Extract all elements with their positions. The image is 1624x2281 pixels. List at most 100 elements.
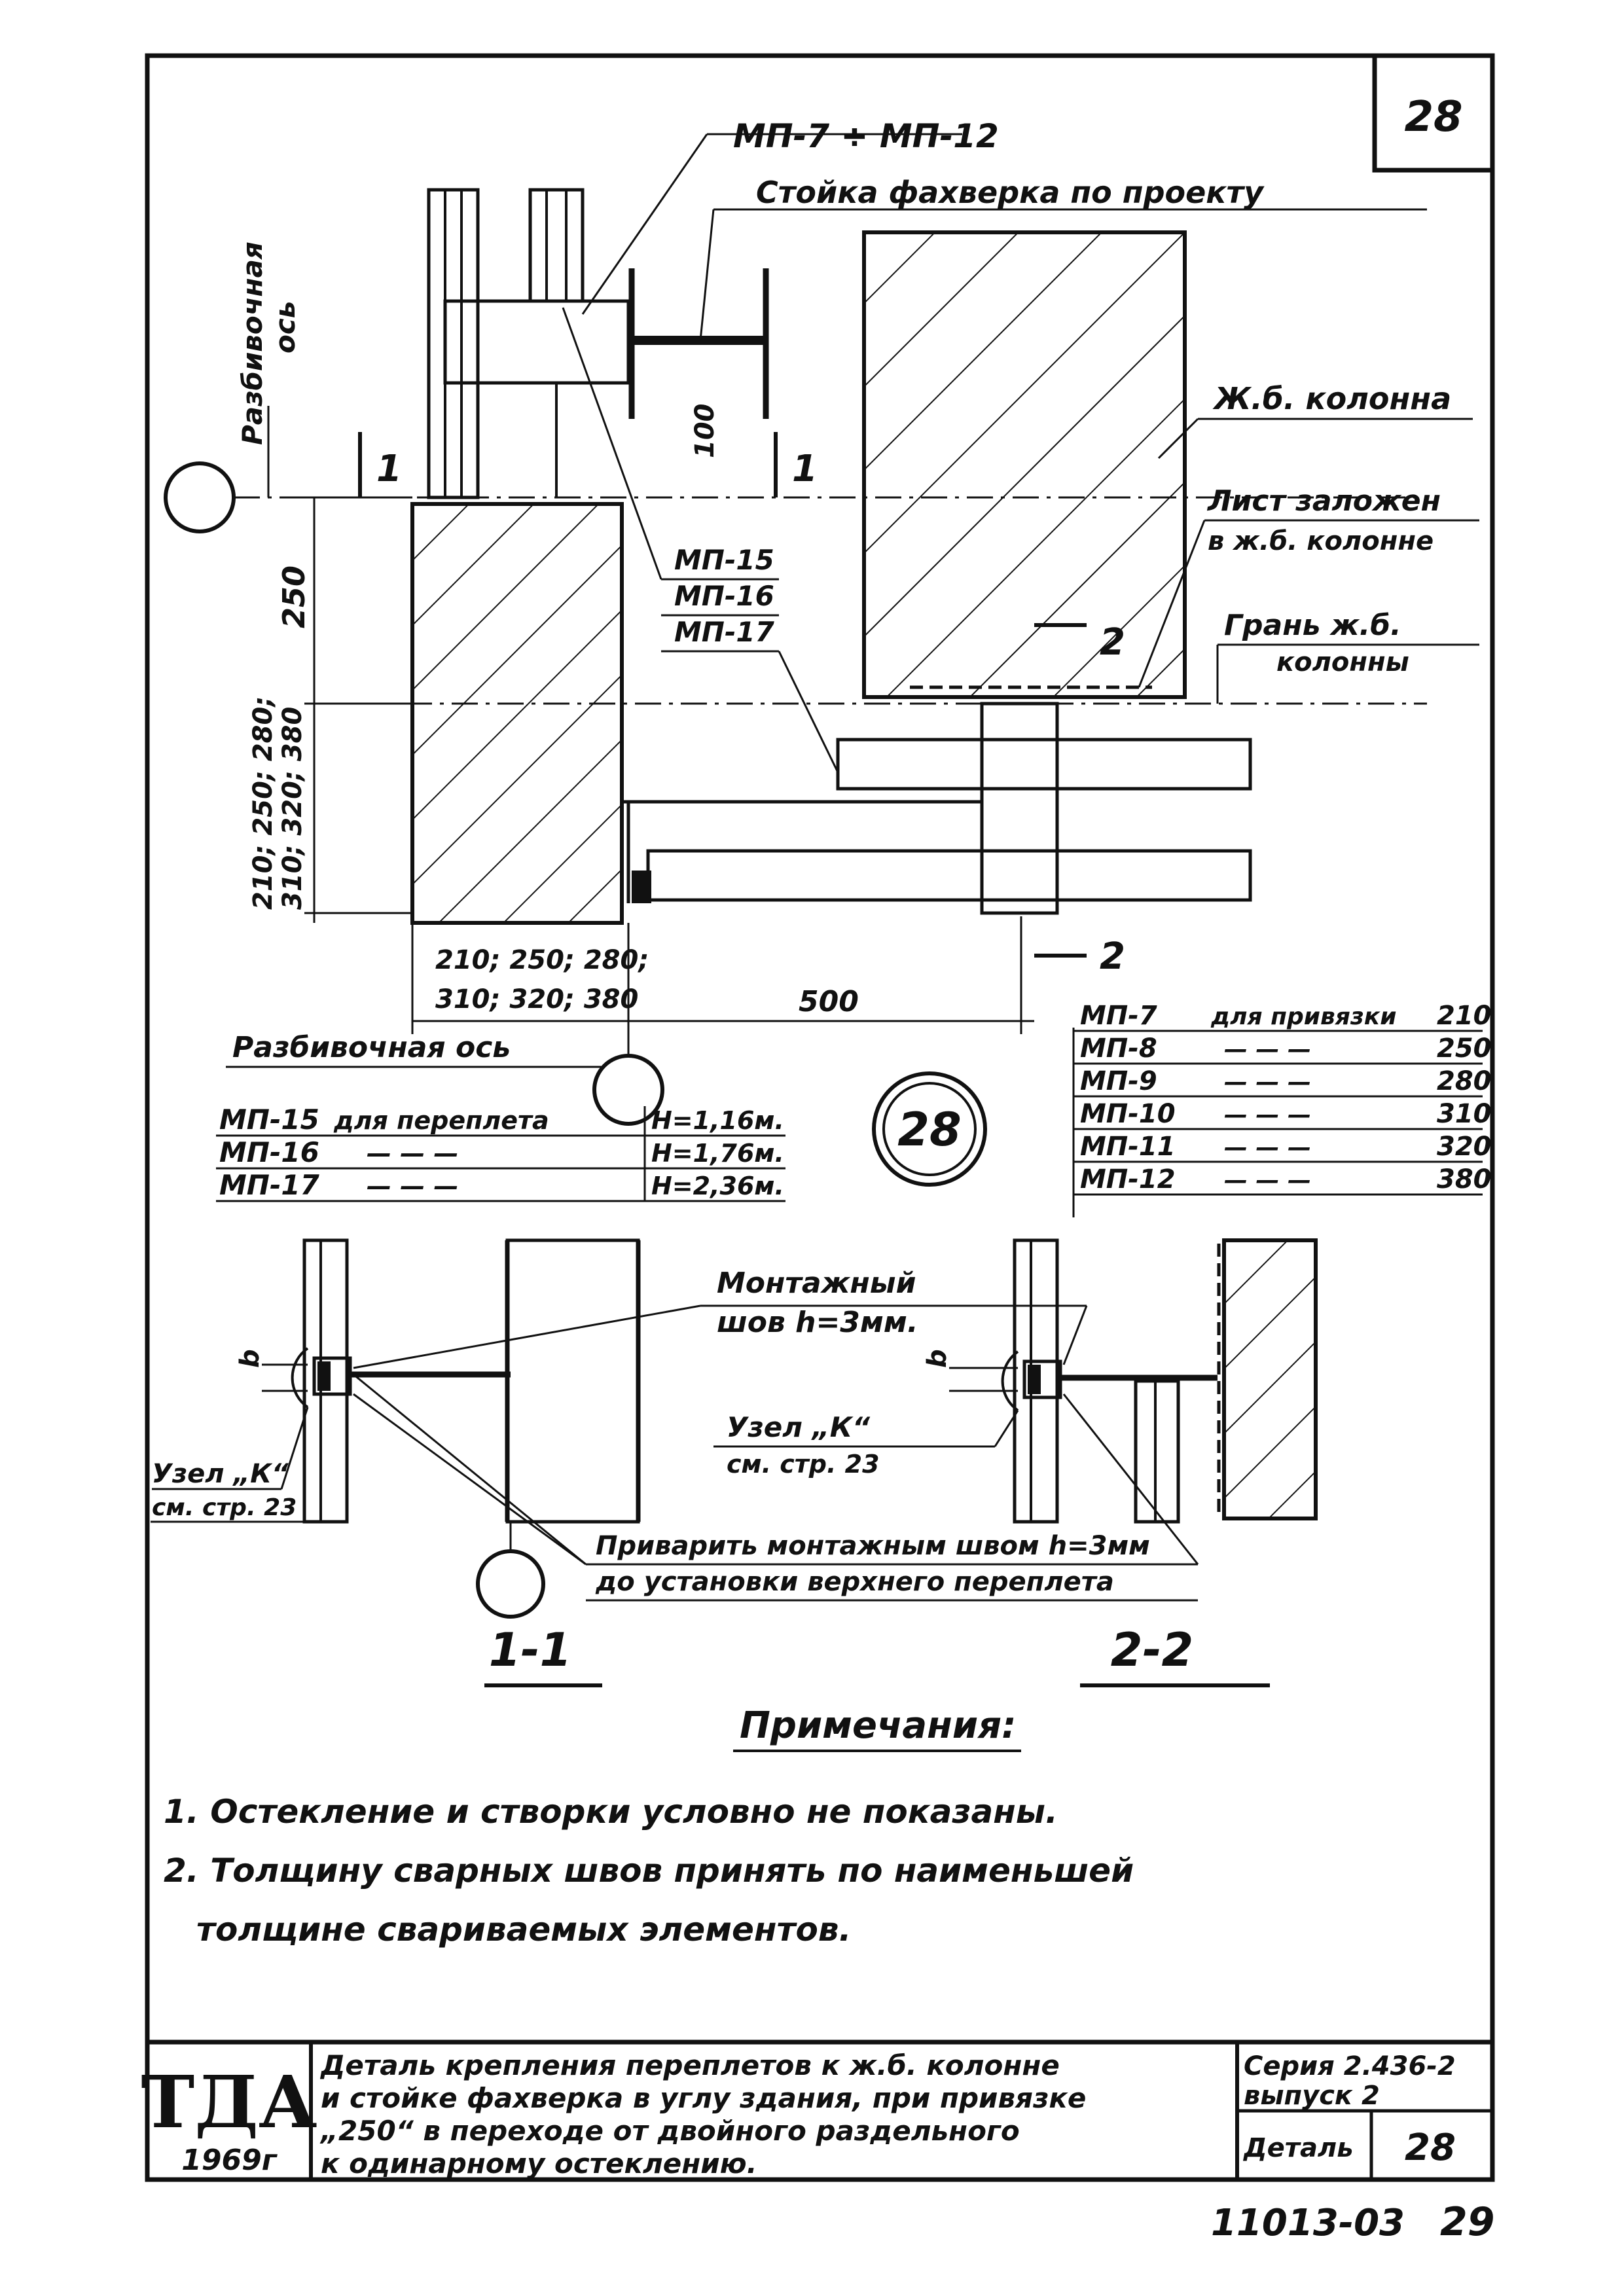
svg-text:H=1,16м.: H=1,16м. (651, 1106, 784, 1135)
section-title-2-2: 2-2 (1111, 1623, 1193, 1677)
svg-text:320: 320 (1437, 1132, 1492, 1162)
detail-callout-circle: 28 (872, 1071, 987, 1187)
sheet-number-box: 28 (1372, 53, 1495, 173)
label-embedded-plate-2: в ж.б. колонне (1208, 526, 1434, 556)
svg-text:— — —: — — — (1224, 1167, 1311, 1194)
table-right-row: МП-11 — — — 320 (1080, 1132, 1492, 1162)
table-right-row: МП-9 — — — 280 (1080, 1066, 1492, 1096)
label-column-face-1: Грань ж.б. (1224, 609, 1401, 642)
svg-text:— — —: — — — (1224, 1102, 1311, 1128)
section-mark-1-right: 1 (792, 448, 818, 490)
section-mark-2-bottom: 2 (1100, 935, 1125, 978)
dim-100: 100 (690, 404, 720, 459)
svg-text:МП-7: МП-7 (1080, 1001, 1157, 1031)
svg-text:— — —: — — — (1224, 1036, 1311, 1063)
sheet-number: 28 (1404, 93, 1462, 141)
dim-bottom-list-2: 310; 320; 380 (435, 984, 638, 1015)
svg-text:МП-17: МП-17 (219, 1169, 320, 1201)
alignment-axis-vertical-label-2: ось (269, 301, 301, 353)
table-right-row: МП-7 для привязки 210 (1080, 1001, 1492, 1031)
rc-column-upper (862, 230, 1187, 699)
notes-heading: Примечания: (740, 1704, 1016, 1747)
window-frames-horizontal (622, 702, 1252, 915)
weld-note-2: шов h=3мм. (717, 1306, 918, 1339)
dim-vertical-list-2: 310; 320; 380 (278, 707, 308, 910)
svg-text:для переплета: для переплета (333, 1106, 549, 1135)
footer-page: 29 (1440, 2199, 1495, 2245)
title-year: 1969г (181, 2144, 278, 2177)
table-right: МП-7 для привязки 210 МП-8 — — — 250 МП-… (1072, 1001, 1492, 1217)
weld-instruction-1: Приварить монтажным швом h=3мм (596, 1531, 1150, 1561)
svg-text:210: 210 (1437, 1001, 1492, 1031)
svg-text:МП-8: МП-8 (1080, 1033, 1157, 1064)
title-description-3: „250“ в переходе от двойного раздельного (319, 2115, 1020, 2147)
svg-text:МП-11: МП-11 (1080, 1132, 1176, 1162)
title-description-1: Деталь крепления переплетов к ж.б. колон… (319, 2049, 1060, 2081)
svg-text:МП-10: МП-10 (1080, 1099, 1176, 1129)
weld-instruction-2: до установки верхнего переплета (595, 1567, 1114, 1597)
plan-view: Разбивочная ось (164, 117, 1479, 1187)
org-logo: ТДА (141, 2060, 317, 2144)
dimension-lines-left (304, 496, 412, 923)
svg-text:— — —: — — — (1224, 1069, 1311, 1096)
label-mp16: МП-16 (674, 580, 774, 612)
svg-text:МП-16: МП-16 (219, 1136, 319, 1168)
note-item-2: 2. Толщину сварных швов принять по наиме… (164, 1852, 1134, 1890)
detail-number: 28 (1405, 2127, 1456, 2169)
series-label: Серия 2.436-2 (1244, 2051, 1456, 2081)
section-2-2: b (922, 1238, 1318, 1524)
node-k-left-1: Узел „К“ (152, 1459, 289, 1489)
svg-text:280: 280 (1437, 1066, 1492, 1096)
svg-text:250: 250 (1437, 1033, 1492, 1064)
dimension-lines-bottom (411, 916, 1034, 1034)
node-k-right-1: Узел „К“ (727, 1411, 871, 1443)
issue-label: выпуск 2 (1244, 2081, 1380, 2111)
rc-column-lower (410, 502, 624, 925)
drawing-frame (145, 53, 1495, 2182)
svg-text:310: 310 (1437, 1099, 1492, 1129)
window-frame-outer (427, 188, 480, 499)
label-mp15: МП-15 (674, 544, 774, 576)
section-title-1-1: 1-1 (489, 1623, 571, 1677)
svg-text:МП-15: МП-15 (219, 1104, 319, 1136)
notes: Примечания: 1. Остекление и створки усло… (164, 1704, 1134, 1949)
label-facade-post: Стойка фахверка по проекту (756, 175, 1265, 210)
alignment-axis-bottom-label: Разбивочная ось (232, 1031, 511, 1064)
svg-text:МП-9: МП-9 (1080, 1066, 1157, 1096)
title-description-4: к одинарному остеклению. (321, 2147, 757, 2180)
dim-bottom-list-1: 210; 250; 280; (435, 945, 649, 975)
svg-text:— — —: — — — (1224, 1134, 1311, 1161)
svg-text:для привязки: для привязки (1210, 1003, 1396, 1030)
table-right-row: МП-12 — — — 380 (1080, 1164, 1492, 1194)
table-left-row: МП-17 — — — H=2,36м. (219, 1169, 784, 1201)
footer-code: 11013-03 (1211, 2202, 1405, 2244)
table-left-row: МП-16 — — — H=1,76м. (219, 1136, 784, 1168)
section-mark-2-top: 2 (1100, 621, 1125, 664)
svg-text:380: 380 (1437, 1164, 1492, 1194)
node-k-left-2: см. стр. 23 (152, 1494, 297, 1521)
svg-text:H=2,36м.: H=2,36м. (651, 1172, 784, 1200)
node-k-right-2: см. стр. 23 (727, 1450, 880, 1479)
label-mp-range: МП-7 ÷ МП-12 (733, 117, 999, 155)
svg-text:H=1,76м.: H=1,76м. (651, 1139, 784, 1168)
svg-text:— — —: — — — (367, 1172, 458, 1200)
label-embedded-plate-1: Лист заложен (1206, 484, 1441, 518)
weld-note-1: Монтажный (717, 1266, 916, 1300)
table-right-row: МП-10 — — — 310 (1080, 1099, 1492, 1129)
title-description-2: и стойке фахверка в углу здания, при при… (321, 2082, 1086, 2114)
section-1-1: b (235, 1238, 641, 1524)
svg-text:— — —: — — — (367, 1139, 458, 1168)
dim-500: 500 (799, 985, 859, 1018)
facade-post (628, 268, 769, 419)
note-item-3: толщине свариваемых элементов. (196, 1911, 851, 1949)
label-rc-column: Ж.б. колонна (1212, 381, 1451, 416)
svg-text:МП-12: МП-12 (1080, 1164, 1176, 1194)
window-frame-inner (528, 188, 585, 303)
alignment-axis-vertical-label-1: Разбивочная (236, 242, 268, 445)
table-left-row: МП-15 для переплета H=1,16м. (219, 1104, 784, 1136)
plate-mp7-12 (443, 299, 630, 385)
title-block: ТДА 1969г Деталь крепления переплетов к … (141, 2039, 1492, 2180)
detail-label: Деталь (1242, 2133, 1354, 2163)
callout-label: 28 (897, 1103, 961, 1157)
